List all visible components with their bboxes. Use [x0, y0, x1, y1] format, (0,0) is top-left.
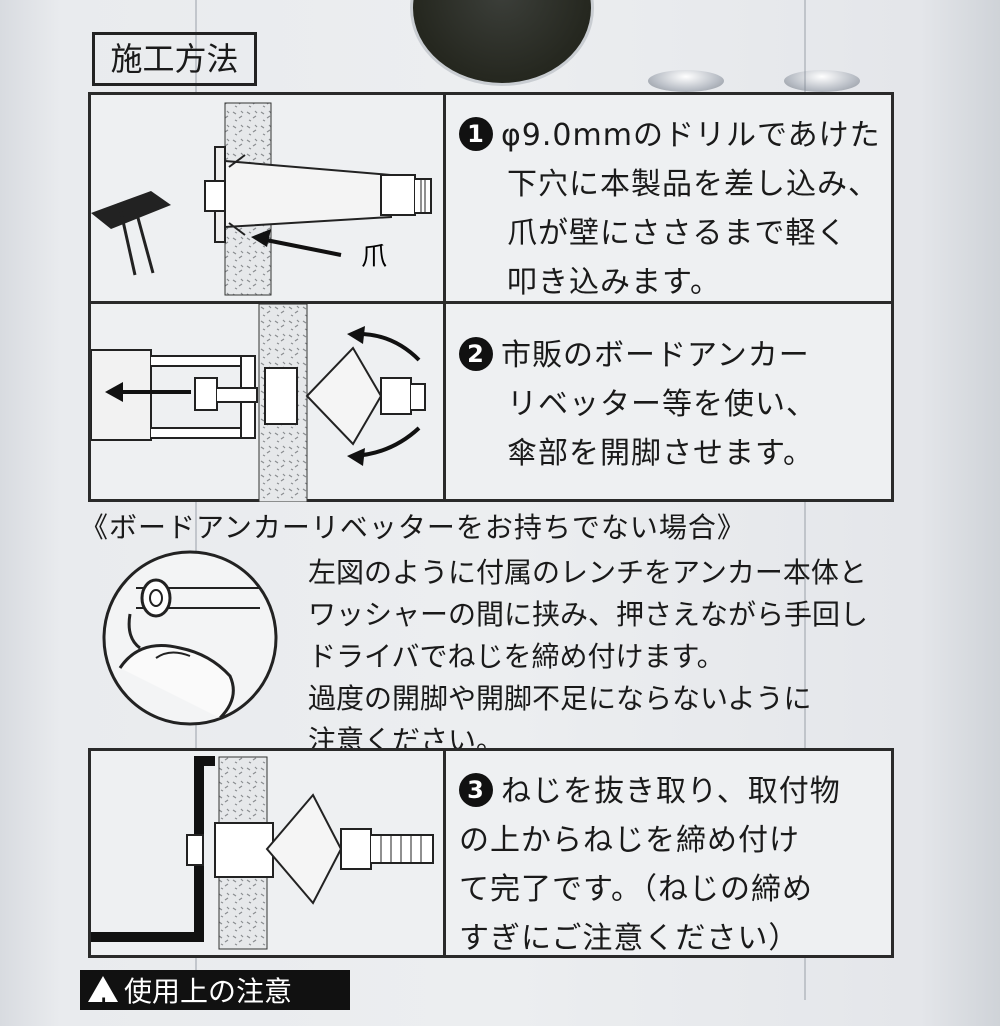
- alt-method-heading: 《ボードアンカーリベッターをお持ちでない場合》: [80, 511, 746, 544]
- reflection-blob: [784, 70, 860, 92]
- step-number-badge: 1: [459, 117, 493, 151]
- step3-illustration: [91, 756, 434, 950]
- step2-illustration: [91, 304, 426, 502]
- hanger-hole: [410, 0, 594, 86]
- claw-label: 爪: [361, 242, 387, 272]
- step1-illustration: 爪: [91, 102, 432, 296]
- section-heading: 施工方法: [92, 32, 257, 86]
- reflection-blob: [648, 70, 724, 92]
- alt-method-text: 左図のように付属のレンチをアンカー本体と ワッシャーの間に挟み、押さえながら手回…: [308, 556, 869, 757]
- wrench-hand-illustration: [102, 550, 278, 726]
- step-number-badge: 3: [459, 773, 493, 807]
- warning-icon: !: [88, 976, 118, 1013]
- warning-label: ! 使用上の注意: [80, 970, 350, 1013]
- step-number-badge: 2: [459, 337, 493, 371]
